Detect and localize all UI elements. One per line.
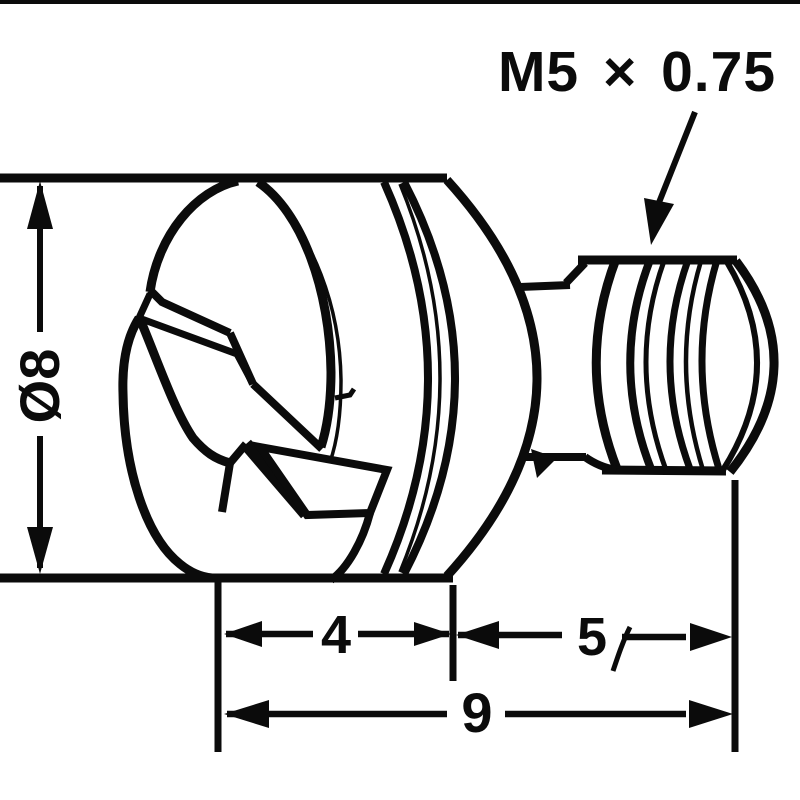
head-groove-arc: [380, 180, 432, 576]
diameter-dimension: Ø8: [8, 181, 71, 574]
slot-upper-edge: [147, 287, 232, 337]
slot-depth-tick: [334, 387, 357, 401]
arrowhead-right: [414, 622, 451, 646]
stray-mark: [610, 625, 633, 672]
thread-arc: [626, 258, 655, 471]
shank-head-junction-wedge: [531, 449, 557, 478]
arrowhead-left: [224, 700, 269, 728]
dimension-9: 9: [224, 681, 733, 744]
diameter-label: Ø8: [8, 349, 71, 424]
arrowhead-left: [456, 621, 499, 649]
arrowhead-down: [27, 527, 53, 574]
screwdriver-slot: [134, 287, 393, 584]
thread-arc: [666, 258, 694, 471]
arrowhead-left: [224, 621, 262, 647]
thread-arc: [683, 260, 706, 471]
dimension-5: 5: [456, 607, 732, 672]
face-right-edge-thin-line: [269, 194, 343, 463]
face-lower-left-edge: [118, 315, 213, 583]
thread-end-cap-outer-arc: [726, 258, 779, 475]
arrowhead-right: [689, 700, 733, 728]
dim-label-4: 4: [321, 605, 351, 665]
thread-arc: [591, 257, 622, 471]
screw-threads: [563, 255, 779, 476]
thread-spec-label: M5 × 0.75: [498, 40, 776, 104]
thread-arc: [643, 260, 669, 471]
head-right-silhouette: [443, 176, 542, 580]
face-upper-left-edge: [145, 176, 240, 293]
shank-top-outline: [519, 281, 571, 291]
dimension-4: 4: [224, 605, 451, 665]
arrowhead-right: [690, 623, 732, 651]
head-front-face: [118, 176, 393, 584]
thread-end-cap-inner-arc: [720, 260, 760, 472]
dim-label-5: 5: [577, 607, 607, 667]
slot-floor-upper-edge: [250, 381, 325, 452]
shank-thread-junction: [582, 453, 617, 474]
thread-left-step: [563, 260, 588, 286]
arrowhead-up: [27, 181, 53, 229]
head-groove-arc: [400, 180, 459, 576]
dim-label-9: 9: [461, 681, 492, 744]
length-dimensions: 4 5 9: [214, 480, 739, 752]
lower-lobe-right-edge: [218, 462, 234, 513]
leader-arrowhead: [644, 198, 674, 245]
slot-wall-band: [134, 292, 257, 386]
screw-shank: [519, 281, 617, 478]
thread-spec-callout: M5 × 0.75: [498, 40, 776, 245]
head-groove-thin-arc: [398, 183, 442, 573]
slot-lower-edge: [135, 317, 232, 468]
thread-arc: [698, 259, 723, 471]
leader-line: [655, 110, 698, 207]
